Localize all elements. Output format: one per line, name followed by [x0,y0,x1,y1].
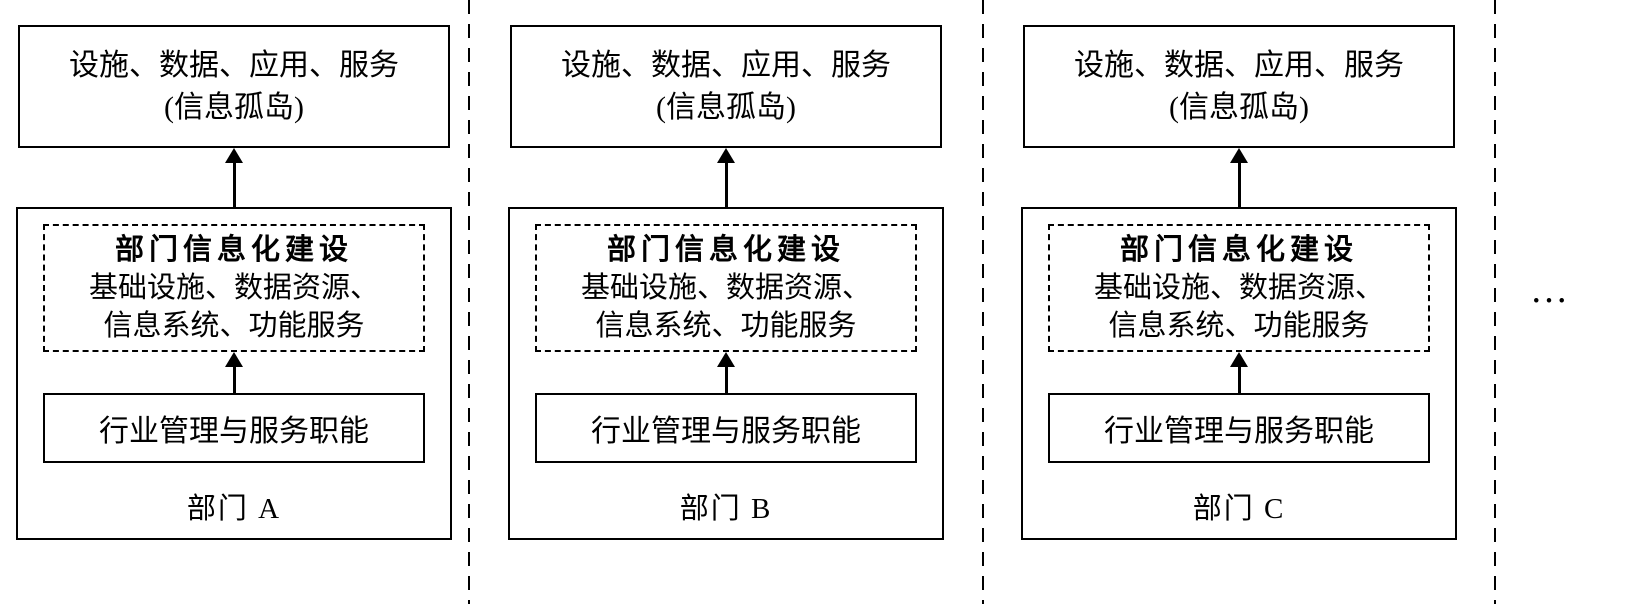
silo-box: 设施、数据、应用、服务 (信息孤岛) [510,25,942,148]
silo-line2: (信息孤岛) [164,90,304,124]
informatization-title: 部门信息化建设 [606,233,845,266]
up-arrow-icon [713,352,739,393]
arrow-shaft [724,363,728,393]
arrow-shaft [1237,363,1241,393]
arrow-shaft [1237,159,1241,207]
function-label: 行业管理与服务职能 [591,415,861,448]
arrow-shaft [724,159,728,207]
arrow-head [225,352,243,367]
function-box: 行业管理与服务职能 [43,393,425,463]
informatization-title: 部门信息化建设 [114,233,353,266]
function-box: 行业管理与服务职能 [535,393,917,463]
up-arrow-icon [713,148,739,207]
silo-box: 设施、数据、应用、服务 (信息孤岛) [1023,25,1455,148]
arrow-shaft [232,363,236,393]
column-separator [982,0,984,604]
silo-line1: 设施、数据、应用、服务 [69,48,399,82]
department-label: 部门 B [679,493,773,525]
function-box: 行业管理与服务职能 [1048,393,1430,463]
up-arrow-icon [221,148,247,207]
department-box: 部门信息化建设 基础设施、数据资源、 信息系统、功能服务 行业管理与服务职能 部… [16,207,452,540]
ellipsis-region: … [1496,0,1633,604]
arrow-head [717,148,735,163]
silo-line2: (信息孤岛) [1169,90,1309,124]
arrow-shaft [232,159,236,207]
department-label: 部门 A [186,493,282,525]
column-separator [468,0,470,604]
ellipsis: … [1530,269,1571,311]
silo-line1: 设施、数据、应用、服务 [1074,48,1404,82]
department-box: 部门信息化建设 基础设施、数据资源、 信息系统、功能服务 行业管理与服务职能 部… [1021,207,1457,540]
informatization-title: 部门信息化建设 [1119,233,1358,266]
department-column-a: 设施、数据、应用、服务 (信息孤岛) 部门信息化建设 基础设施、数据资源、 信息… [0,0,468,604]
arrow-head [225,148,243,163]
function-label: 行业管理与服务职能 [99,415,369,448]
informatization-line1: 基础设施、数据资源、 [580,271,871,304]
silo-line1: 设施、数据、应用、服务 [561,48,891,82]
informatization-line1: 基础设施、数据资源、 [88,271,379,304]
informatization-line2: 信息系统、功能服务 [595,310,857,343]
column-separator [1494,0,1496,604]
department-column-c: 设施、数据、应用、服务 (信息孤岛) 部门信息化建设 基础设施、数据资源、 信息… [984,0,1494,604]
up-arrow-icon [1226,148,1252,207]
informatization-box: 部门信息化建设 基础设施、数据资源、 信息系统、功能服务 [535,224,917,352]
department-column-b: 设施、数据、应用、服务 (信息孤岛) 部门信息化建设 基础设施、数据资源、 信息… [470,0,982,604]
silo-line2: (信息孤岛) [656,90,796,124]
informatization-box: 部门信息化建设 基础设施、数据资源、 信息系统、功能服务 [1048,224,1430,352]
arrow-head [1230,352,1248,367]
up-arrow-icon [221,352,247,393]
department-box: 部门信息化建设 基础设施、数据资源、 信息系统、功能服务 行业管理与服务职能 部… [508,207,944,540]
function-label: 行业管理与服务职能 [1104,415,1374,448]
department-label: 部门 C [1192,493,1286,525]
informatization-line2: 信息系统、功能服务 [1108,310,1370,343]
arrow-head [1230,148,1248,163]
informatization-box: 部门信息化建设 基础设施、数据资源、 信息系统、功能服务 [43,224,425,352]
arrow-head [717,352,735,367]
informatization-line2: 信息系统、功能服务 [103,310,365,343]
informatization-line1: 基础设施、数据资源、 [1093,271,1384,304]
silo-box: 设施、数据、应用、服务 (信息孤岛) [18,25,450,148]
up-arrow-icon [1226,352,1252,393]
